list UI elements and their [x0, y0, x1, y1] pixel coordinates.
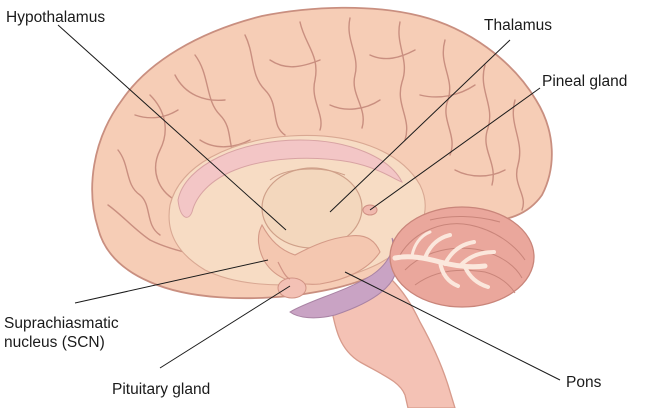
label-thalamus: Thalamus [484, 17, 553, 34]
label-pons: Pons [566, 374, 602, 391]
hypothalamus [257, 223, 381, 285]
pineal-gland-leader [369, 87, 541, 211]
pituitary-gland [277, 277, 307, 299]
leader-lines [57, 24, 561, 381]
label-hypothalamus: Hypothalamus [6, 9, 106, 26]
pons-leader [344, 271, 561, 381]
label-pineal-gland: Pineal gland [542, 73, 628, 90]
label-scn-line2: nucleus (SCN) [4, 334, 105, 351]
scn-leader [74, 259, 269, 304]
cerebellum [389, 206, 535, 308]
thalamus-leader [329, 39, 511, 213]
hypothalamus-leader [57, 24, 287, 231]
pituitary-gland-leader [159, 285, 291, 369]
label-pituitary-gland: Pituitary gland [112, 381, 211, 398]
label-scn-line1: Suprachiasmatic [4, 315, 119, 332]
corpus-callosum [177, 139, 403, 218]
